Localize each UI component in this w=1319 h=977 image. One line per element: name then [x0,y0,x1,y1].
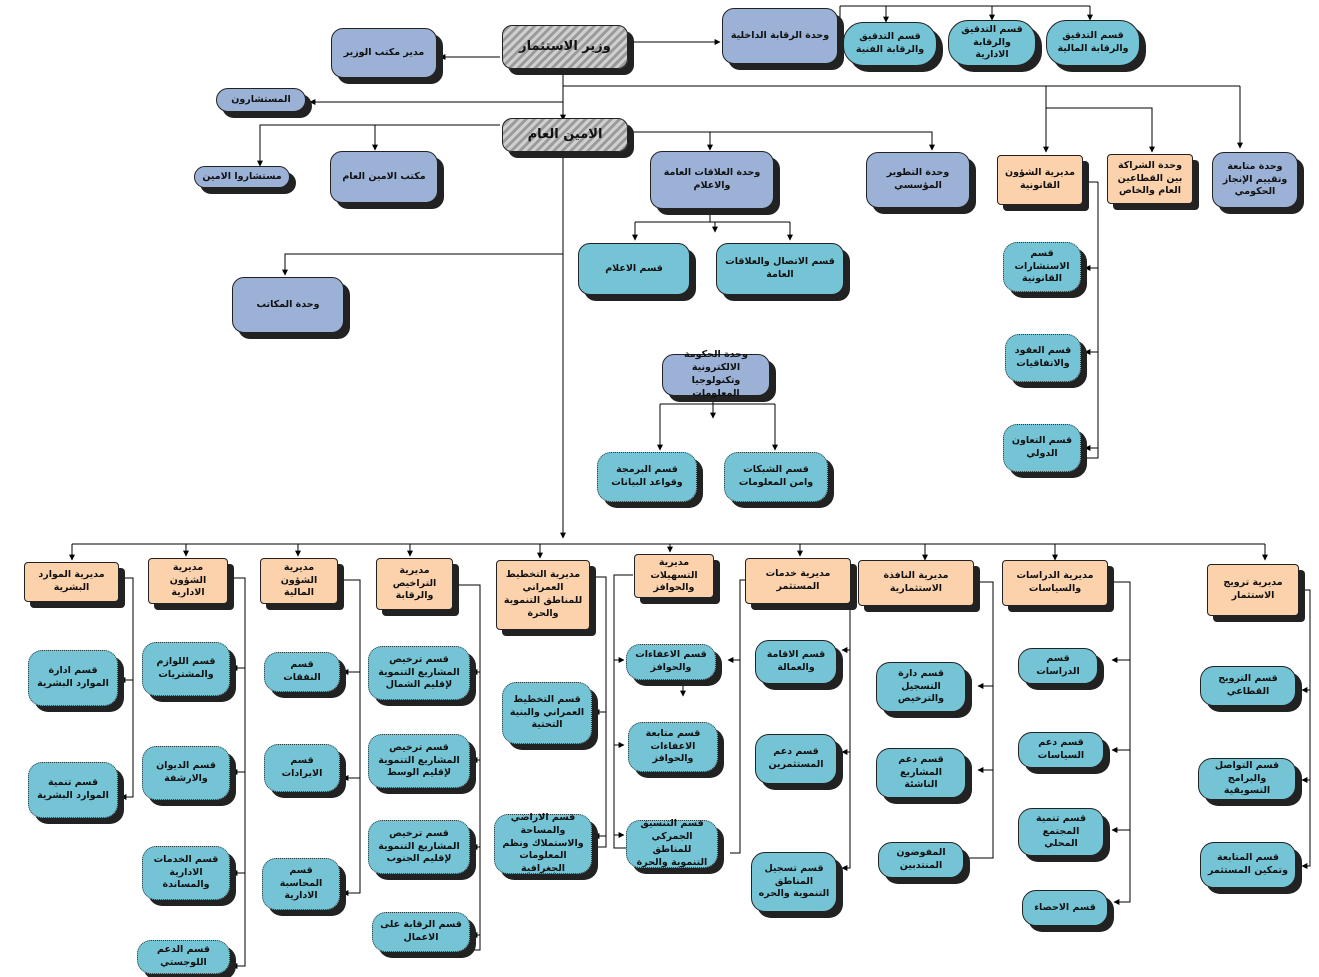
zone-registration-box: قسم تسجيل المناطق التنموية والحره [751,852,837,912]
expenses-box: قسم النفقات [264,652,340,692]
incentives-dir-box: مديرية التسهيلات والحوافز [634,554,714,598]
planning-dir-box: مديرية التخطيط العمراني للمناطق التنموية… [496,560,590,630]
audit-financial-box: قسم التدقيق والرقابة المالية [1046,20,1140,66]
pr-unit-box: وحدة العلاقات العامة والاعلام [650,151,774,209]
audit-technical-box: قسم التدقيق والرقابة الفنية [843,22,937,66]
residency-box: قسم الاقامة والعمالة [755,640,837,684]
lic-north-box: قسم ترخيص المشاريع التنموية لإقليم الشما… [368,646,470,700]
marketing-box: قسم التواصل والبرامج التسويقية [1198,758,1296,800]
egov-unit-box: وحدة الحكومة الالكترونية وتكنولوجيا المع… [662,349,770,399]
hr-dev-box: قسم تنمية الموارد البشرية [28,762,118,818]
intl-coop-box: قسم التعاون الدولي [1003,424,1081,472]
ppp-unit-box: وحدة الشراكة بين القطاعين العام والخاص [1107,154,1193,204]
diwan-box: قسم الديوان والارشفة [142,746,230,800]
legal-dir-box: مديرية الشؤون القانونية [997,155,1083,205]
legal-consult-box: قسم الاستشارات القانونية [1003,242,1081,292]
audit-admin-box: قسم التدقيق والرقابة الادارية [948,20,1036,66]
office-manager-box: مدير مكتب الوزير [331,28,437,78]
exemptions-box: قسم الاعفاءات والحوافز [626,644,716,680]
revenues-box: قسم الايرادات [264,744,340,792]
advisors-box: المستشارون [216,88,306,112]
hr-admin-box: قسم ادارة الموارد البشرية [28,650,118,706]
followup-investor-box: قسم المتابعة وتمكين المستثمر [1200,842,1296,888]
lands-box: قسم الاراضي والمساحة والاستملاك ونظم الم… [494,812,592,874]
finance-dir-box: مديرية الشؤون المالية [260,558,338,604]
licensing-dir-box: مديرية التراخيص والرقابة [376,558,453,610]
studies-dir-box: مديرية الدراسات والسياسات [1002,560,1108,606]
secretary-general-box: الامين العام [502,118,628,152]
investor-services-dir-box: مديرية خدمات المستثمر [745,558,851,604]
sector-promo-box: قسم الترويج القطاعي [1200,666,1296,706]
inst-dev-box: وحدة التطوير المؤسسي [866,152,970,208]
contracts-box: قسم العقود والاتفاقيات [1005,334,1081,382]
admin-accounting-box: قسم المحاسبة الادارية [262,858,340,910]
work-control-box: قسم الرقابة على الاعمال [372,912,470,952]
startups-box: قسم دعم المشاريع الناشئة [876,748,966,798]
media-section-box: قسم الاعلام [578,243,690,295]
minister-box: وزير الاستثمار [502,25,628,69]
gov-perf-box: وحدة متابعة وتقييم الإنجاز الحكومي [1212,152,1298,208]
exemptions-follow-box: قسم متابعة الاعفاءات والحوافز [628,722,718,772]
sg-advisors-box: مستشاروا الامين [194,166,290,188]
community-box: قسم تنمية المجتمع المحلي [1018,808,1104,856]
investor-support-box: قسم دعم المستثمرين [755,734,837,784]
registration-box: قسم دارة التسجيل والترخيص [876,662,966,712]
networks-box: قسم الشبكات وامن المعلومات [724,452,828,502]
lic-south-box: قسم ترخيص المشاريع التنموية لإقليم الجنو… [368,820,470,874]
admin-dir-box: مديرية الشؤون الادارية [148,558,228,604]
supplies-box: قسم اللوازم والمشتريات [142,642,230,696]
studies-box: قسم الدراسات [1018,648,1098,684]
sg-office-box: مكتب الامين العام [330,151,438,203]
delegates-box: المفوضون المنتدبين [878,842,964,878]
logistics-box: قسم الدعم اللوجستي [137,940,230,974]
policies-box: قسم دعم السياسات [1018,732,1104,768]
statistics-box: قسم الاحصاء [1022,890,1108,926]
hr-dir-box: مديرية الموارد البشرية [24,562,119,602]
comm-section-box: قسم الاتصال والعلاقات العامة [716,243,844,295]
promotion-dir-box: مديرية ترويج الاستثمار [1207,564,1299,616]
urban-planning-box: قسم التخطيط العمراني والبنية التحتية [502,682,592,744]
offices-unit-box: وحدة المكاتب [232,277,344,333]
internal-audit-box: وحدة الرقابة الداخلية [722,8,838,64]
admin-services-box: قسم الخدمات الادارية والمساندة [142,846,230,900]
programming-box: قسم البرمجة وقواعد البيانات [597,452,697,502]
lic-center-box: قسم ترخيص المشاريع التنموية لإقليم الوسط [368,734,470,788]
customs-box: قسم التنسيق الجمركي للمناطق التنموية وال… [626,818,718,868]
onestop-dir-box: مديرية النافذة الاستثمارية [858,560,974,606]
